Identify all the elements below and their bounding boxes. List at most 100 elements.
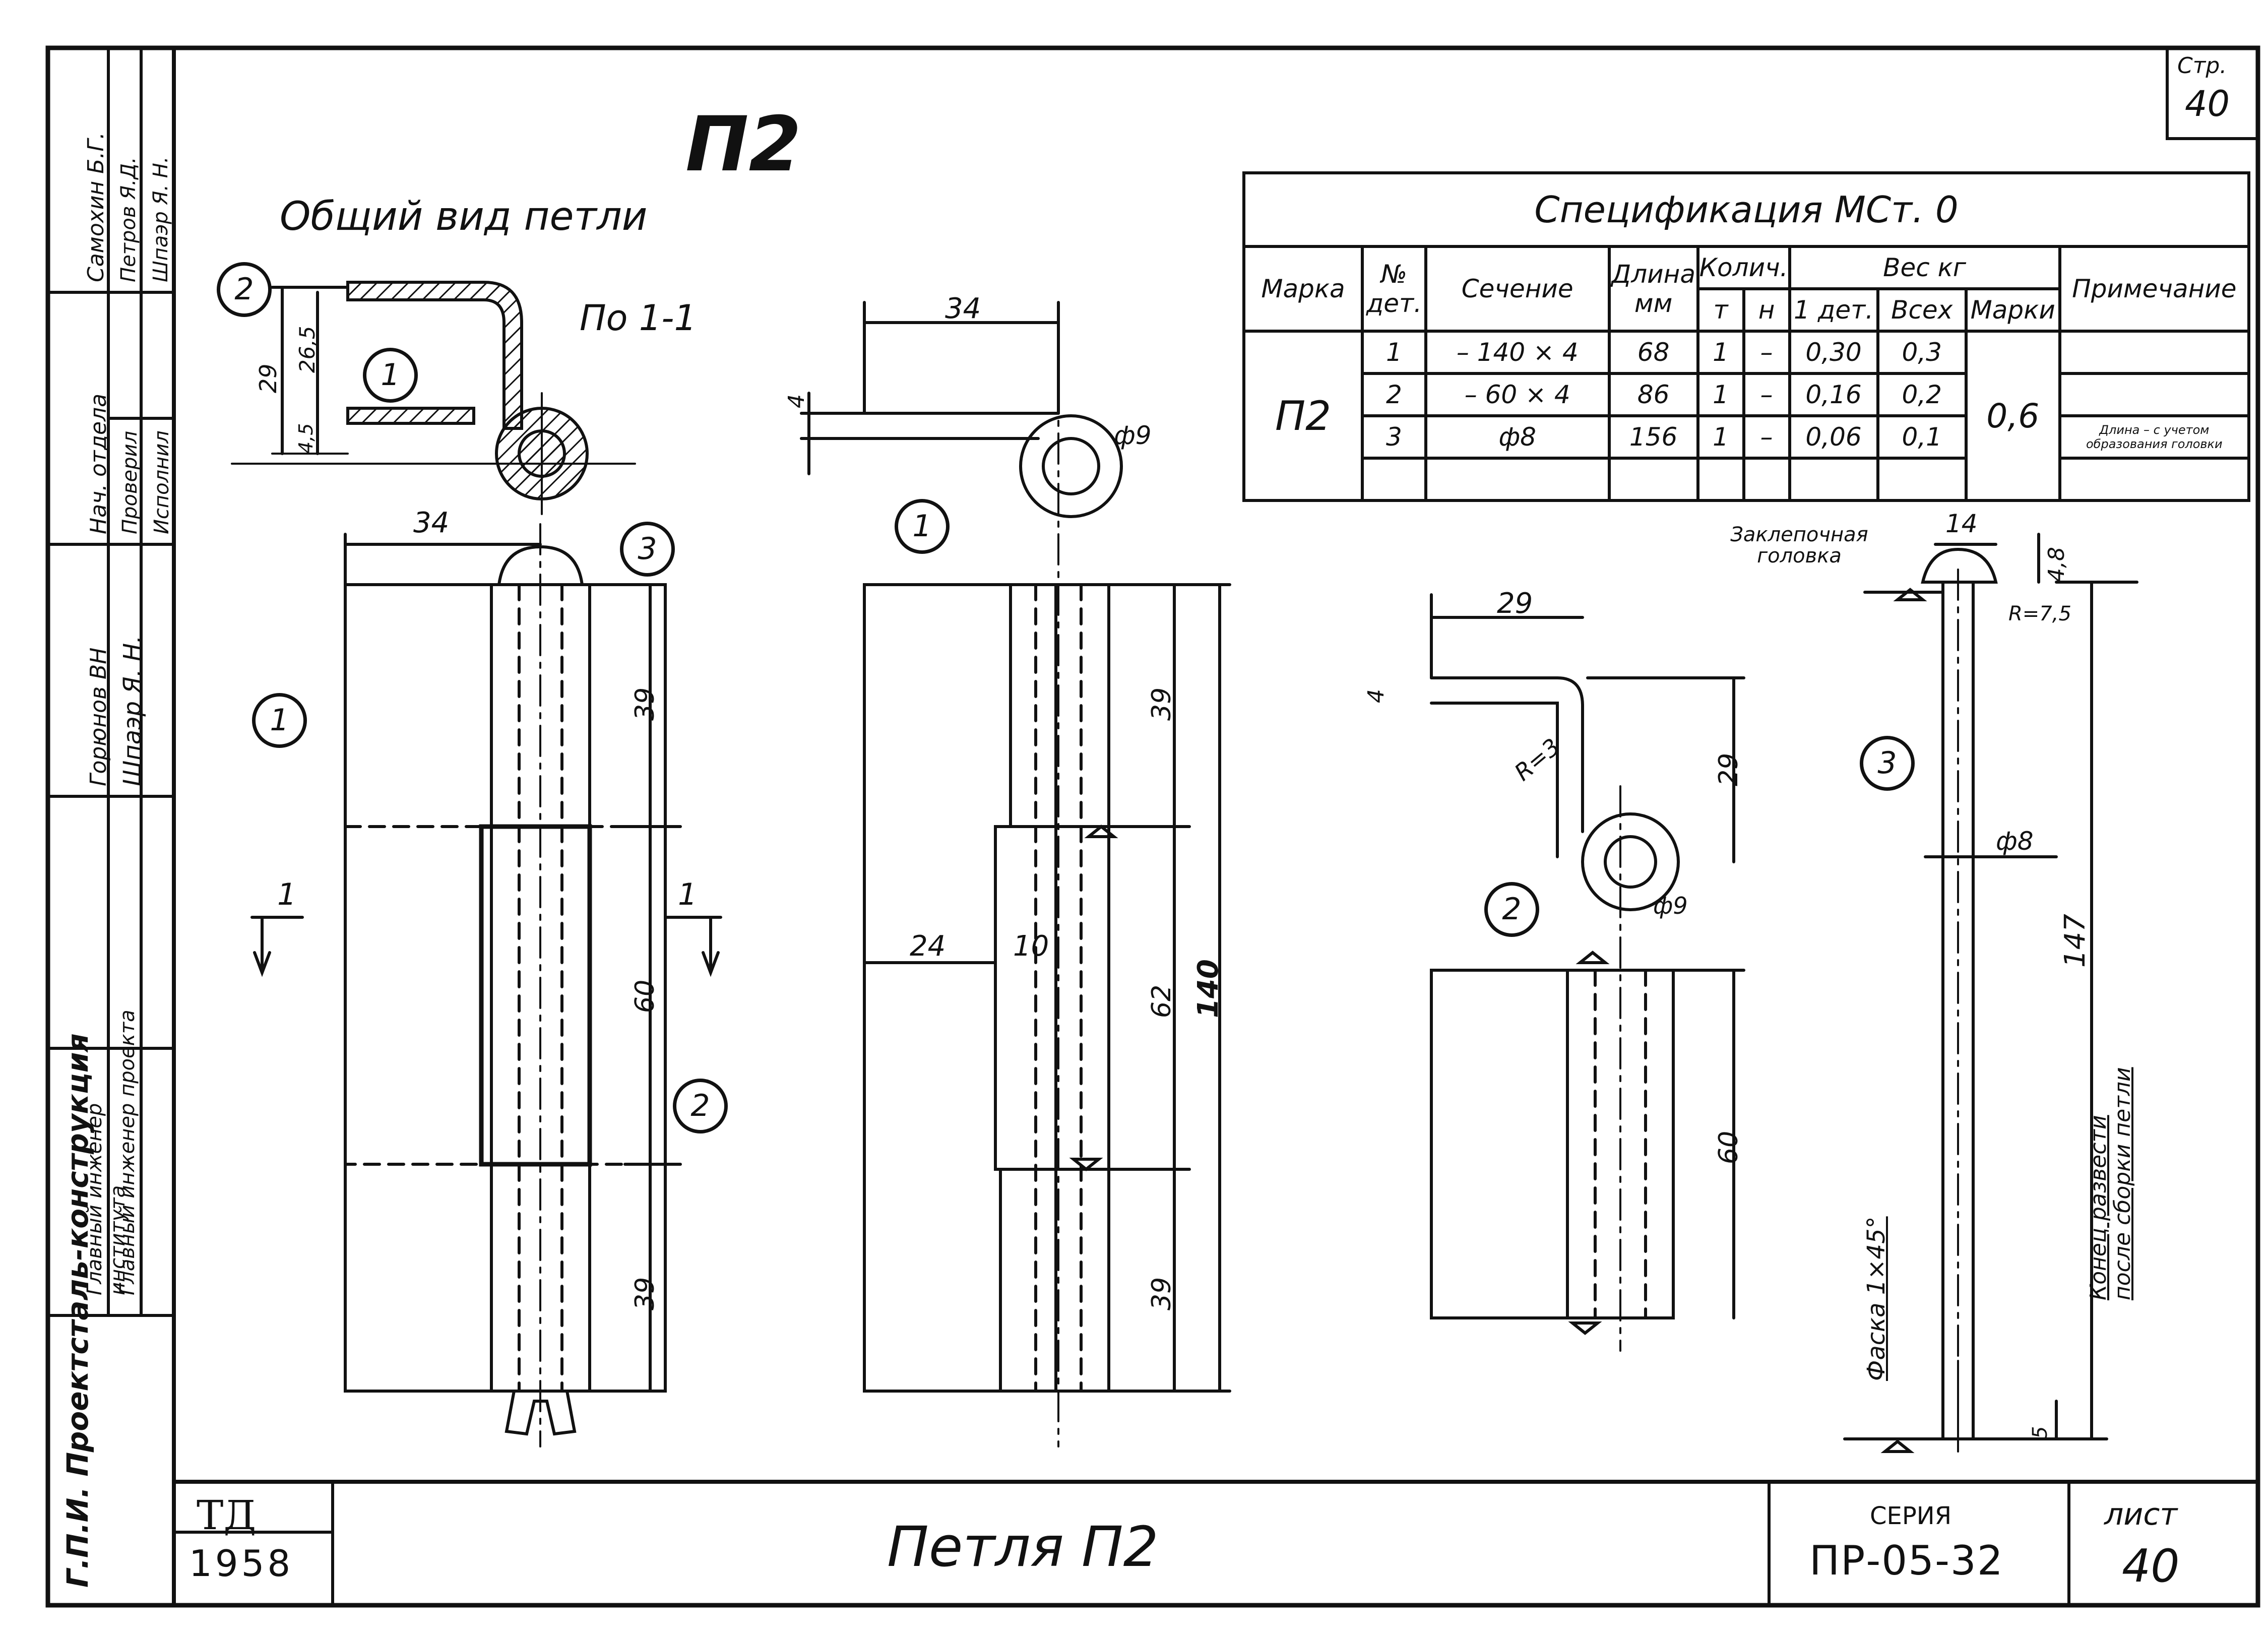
- dim-4-view3: 4: [1363, 689, 1389, 703]
- dim-60-view3: 60: [1714, 1130, 1744, 1164]
- spec-cell: 0,3: [1876, 330, 1968, 375]
- spec-cell: ф8: [1424, 414, 1611, 460]
- stamp-caption: Петля П2: [887, 1515, 1159, 1579]
- dim-5: 5: [2029, 1426, 2052, 1439]
- callout-3-view4: 3: [1860, 736, 1915, 791]
- spec-h-weight: Вес кг: [1788, 245, 2061, 290]
- spec-h-w-mark: Марки: [1964, 287, 2061, 333]
- callout-2-section: 2: [217, 262, 272, 317]
- dim-phi8: ф8: [1996, 827, 2034, 856]
- spec-cell: [1607, 457, 1699, 502]
- end-note: Конец развести после сборки петли: [2086, 1067, 2135, 1300]
- spec-cell: –: [1742, 372, 1791, 417]
- callout-3-view1: 3: [620, 522, 675, 577]
- section-label: По 1-1: [580, 297, 697, 339]
- plate-2-view3: [1430, 969, 1675, 1319]
- spec-cell: 0,16: [1788, 372, 1879, 417]
- spec-cell: [1696, 457, 1745, 502]
- spec-cell: –: [1742, 330, 1791, 375]
- sheet-frame: [45, 45, 2260, 1608]
- spec-h-w-all: Всех: [1876, 287, 1968, 333]
- dim-26-5: 26,5: [295, 326, 320, 373]
- dim-140: 140: [1192, 959, 1225, 1018]
- sheet-label-top: Стр.: [2177, 53, 2227, 79]
- general-view-title: Общий вид петли: [280, 194, 648, 239]
- callout-1-section: 1: [363, 348, 418, 403]
- spec-cell: 1: [1696, 372, 1745, 417]
- section-mark-right: 1: [678, 877, 698, 912]
- stamp-year: 1958: [189, 1542, 294, 1585]
- spec-cell: 1: [1360, 330, 1427, 375]
- spec-h-length: Длина мм: [1607, 245, 1699, 333]
- stamp-executed-name: Шпаэр Я. Н.: [149, 156, 172, 282]
- spec-cell: 0,30: [1788, 330, 1879, 375]
- dim-29-view3-vert: 29: [1714, 752, 1744, 786]
- spec-row: П2 1 – 140 × 4 68 1 – 0,30 0,3 0,6: [1242, 330, 2251, 502]
- section-1-1-plate2: [346, 281, 523, 430]
- stamp-sheet-label: лист: [2104, 1497, 2178, 1532]
- spec-row: 3 ф8 156 1 – 0,06 0,1 Длина – с учетом о…: [1244, 414, 2251, 460]
- spec-cell: [1424, 457, 1611, 502]
- callout-2-view1: 2: [673, 1079, 728, 1134]
- stamp-chief-engineer-name: Горюнов ВН: [86, 647, 111, 786]
- spec-cell: [2058, 457, 2251, 502]
- dim-62: 62: [1147, 984, 1177, 1018]
- spec-mark: П2: [1242, 330, 1364, 502]
- spec-h-det: № дет.: [1360, 245, 1427, 333]
- spec-cell: [2058, 372, 2251, 417]
- section-1-1-plate1: [346, 407, 475, 425]
- spec-cell: 1: [1696, 330, 1745, 375]
- spec-cell: [1876, 457, 1968, 502]
- dim-34-view1: 34: [413, 507, 450, 539]
- spec-cell: 0,06: [1788, 414, 1879, 460]
- dim-147: 147: [2059, 914, 2092, 968]
- dim-r75: R=7,5: [2008, 602, 2071, 625]
- spec-cell: – 140 × 4: [1424, 330, 1611, 375]
- stamp-checked-name: Петров Я.Д.: [117, 157, 140, 282]
- spec-row: [1244, 457, 2251, 502]
- spec-cell: 1: [1696, 414, 1745, 460]
- dim-60-view1: 60: [630, 979, 660, 1013]
- dim-phi9-view3: ф9: [1653, 892, 1688, 919]
- stamp-series-label: СЕРИЯ: [1870, 1502, 1952, 1530]
- dim-29-view3: 29: [1497, 587, 1533, 620]
- callout-1-view2: 1: [895, 499, 950, 554]
- stamp-dept-head-name: Самохин Б.Г.: [83, 132, 109, 282]
- spec-cell: –: [1742, 414, 1791, 460]
- dim-10: 10: [1013, 930, 1049, 963]
- spec-table: Спецификация МСт. 0 Марка № дет. Сечение…: [1242, 171, 2251, 502]
- spec-cell: 2: [1360, 372, 1427, 417]
- spec-h-mark: Марка: [1242, 245, 1364, 333]
- plate-1-view2: [863, 583, 1057, 1393]
- spec-cell: 3: [1360, 414, 1427, 460]
- dim-29-section: 29: [255, 363, 282, 393]
- spec-cell: – 60 × 4: [1424, 372, 1611, 417]
- barrel-view2: [1009, 583, 1110, 828]
- spec-cell: 156: [1607, 414, 1699, 460]
- dim-4-view2: 4: [784, 394, 809, 408]
- spec-cell: 0,2: [1876, 372, 1968, 417]
- stamp-dept-head: Нач. отдела: [86, 393, 111, 534]
- stamp-series: ПР-05-32: [1809, 1537, 2004, 1584]
- dim-39-view2-top: 39: [1147, 687, 1177, 721]
- spec-mark-weight: 0,6: [1964, 330, 2061, 502]
- stamp-checked: Проверил: [118, 430, 142, 534]
- spec-cell: 68: [1607, 330, 1699, 375]
- dim-39-view1-bottom: 39: [630, 1277, 660, 1310]
- spec-h-w-det: 1 дет.: [1788, 287, 1879, 333]
- section-mark-left: 1: [277, 877, 297, 912]
- rivet-head-view4: [1921, 547, 1998, 584]
- spec-h-qty-n: н: [1742, 287, 1791, 333]
- stamp-executed: Исполнил: [150, 430, 173, 534]
- dim-4-8: 4,8: [2044, 547, 2069, 582]
- spec-row: 2 – 60 × 4 86 1 – 0,16 0,2: [1244, 372, 2251, 417]
- dim-4-5: 4,5: [295, 423, 317, 454]
- spec-h-qty: Колич.: [1696, 245, 1791, 290]
- sheet-number-top: 40: [2185, 83, 2230, 124]
- callout-1-view1: 1: [252, 693, 307, 748]
- stamp-project-engineer: Главный инженер проекта: [116, 1010, 139, 1295]
- dim-24: 24: [910, 930, 946, 963]
- plate-2-profile: [1430, 676, 1584, 858]
- dim-14: 14: [1945, 509, 1978, 538]
